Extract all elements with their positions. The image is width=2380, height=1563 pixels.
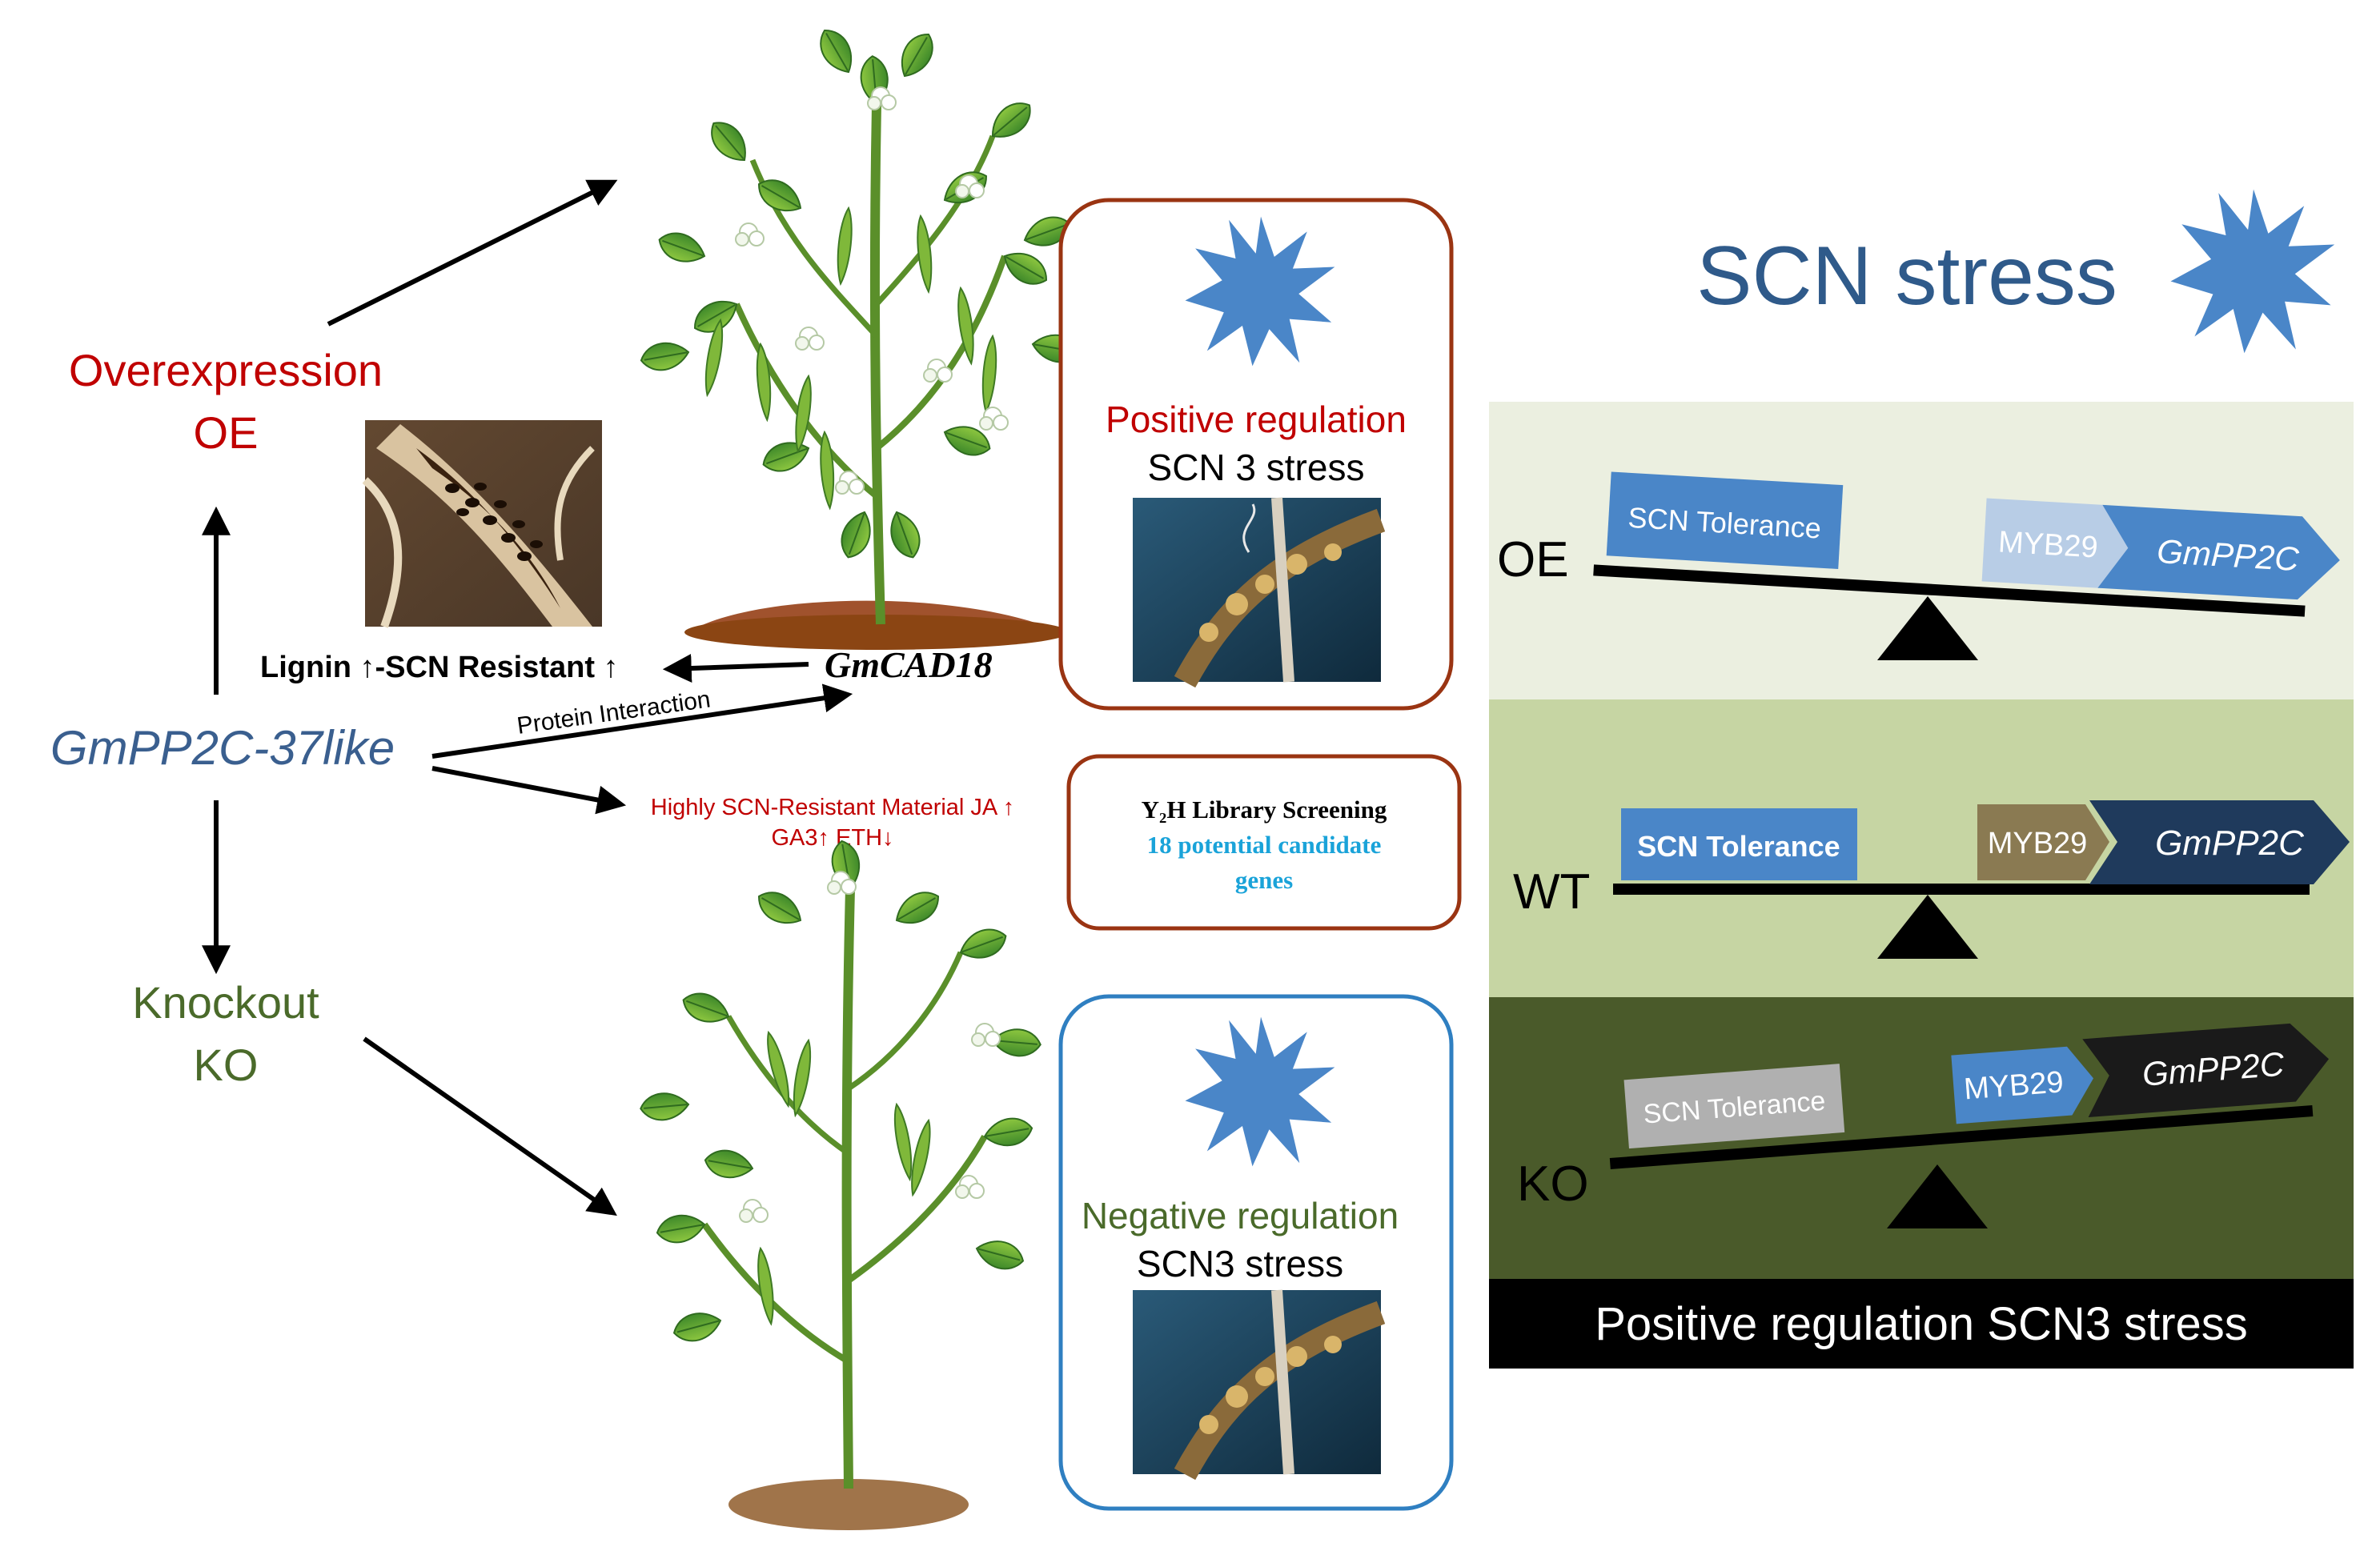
- row-ko-label: KO: [1517, 1156, 1589, 1212]
- seesaw-beam: [1613, 884, 2310, 895]
- negative-regulation-subtitle: SCN3 stress: [1137, 1243, 1343, 1284]
- lignin-label: Lignin ↑-SCN Resistant ↑: [260, 651, 619, 684]
- gmpp2c-label: GmPP2C: [2156, 532, 2300, 578]
- starburst-icon: [2170, 189, 2335, 354]
- row-oe-label: OE: [1497, 532, 1569, 587]
- positive-regulation-subtitle: SCN 3 stress: [1148, 447, 1365, 488]
- hormone-line2: GA3↑ ETH↓: [771, 825, 893, 851]
- myb29-label: MYB29: [1997, 525, 2099, 564]
- gmpp2c-arrow: [2097, 504, 2340, 600]
- root-cross-section-icon: [362, 420, 602, 628]
- y2h-line2: 18 potential candidate: [1147, 831, 1382, 859]
- nematode-root-icon: [1133, 1289, 1386, 1481]
- gmcad18-label: GmCAD18: [825, 644, 993, 685]
- soybean-plant-icon: [638, 22, 1083, 650]
- fulcrum-icon: [1877, 895, 1978, 959]
- gmpp2c-arrow: [2082, 1023, 2330, 1118]
- arrow-to-gmcad18: [431, 683, 853, 759]
- scn-tolerance-label: SCN Tolerance: [1637, 830, 1840, 863]
- panel-title: SCN stress: [1696, 230, 2117, 323]
- seesaw-beam: [1609, 1105, 2314, 1169]
- arrow-gmcad18-to-lignin: [662, 654, 809, 683]
- fulcrum-icon: [1877, 596, 1978, 660]
- arrow-to-hormone: [431, 766, 627, 815]
- soybean-plant-icon: [638, 838, 1043, 1530]
- seesaw-beam: [1593, 564, 2306, 617]
- myb29-label: MYB29: [1963, 1065, 2065, 1106]
- myb29-arrow: [1981, 498, 2129, 588]
- gmpp2c-arrow: [2089, 800, 2350, 884]
- hormone-line1: Highly SCN-Resistant Material JA ↑: [651, 795, 1014, 820]
- scn-tolerance-block: [1621, 808, 1857, 880]
- overexpression-label: Overexpression: [69, 345, 383, 395]
- y2h-line3: genes: [1235, 866, 1293, 894]
- myb29-label: MYB29: [1988, 827, 2088, 860]
- fulcrum-icon: [1887, 1164, 1988, 1228]
- footer-bar: [1489, 1279, 2354, 1369]
- y2h-box: [1066, 754, 1462, 931]
- arrow-ko-to-plant: [363, 1036, 617, 1216]
- gene-name: GmPP2C-37like: [50, 721, 395, 775]
- y2h-title: Y₂H Library Screening: [1142, 796, 1387, 824]
- scn-tolerance-block: [1623, 1064, 1845, 1149]
- positive-regulation-title: Positive regulation: [1106, 399, 1407, 440]
- knockout-label: Knockout: [132, 977, 319, 1028]
- row-wt-label: WT: [1513, 864, 1590, 920]
- gmpp2c-label: GmPP2C: [2155, 824, 2305, 863]
- negative-regulation-title: Negative regulation: [1082, 1195, 1399, 1236]
- footer-text: Positive regulation SCN3 stress: [1595, 1298, 2248, 1350]
- myb29-arrow: [1977, 804, 2109, 880]
- scn-tolerance-block: [1606, 471, 1844, 569]
- nematode-root-icon: [1133, 497, 1386, 688]
- ko-label: KO: [194, 1040, 259, 1090]
- myb29-arrow: [1951, 1046, 2094, 1124]
- arrow-oe-to-plant: [327, 179, 618, 327]
- oe-label: OE: [194, 407, 259, 458]
